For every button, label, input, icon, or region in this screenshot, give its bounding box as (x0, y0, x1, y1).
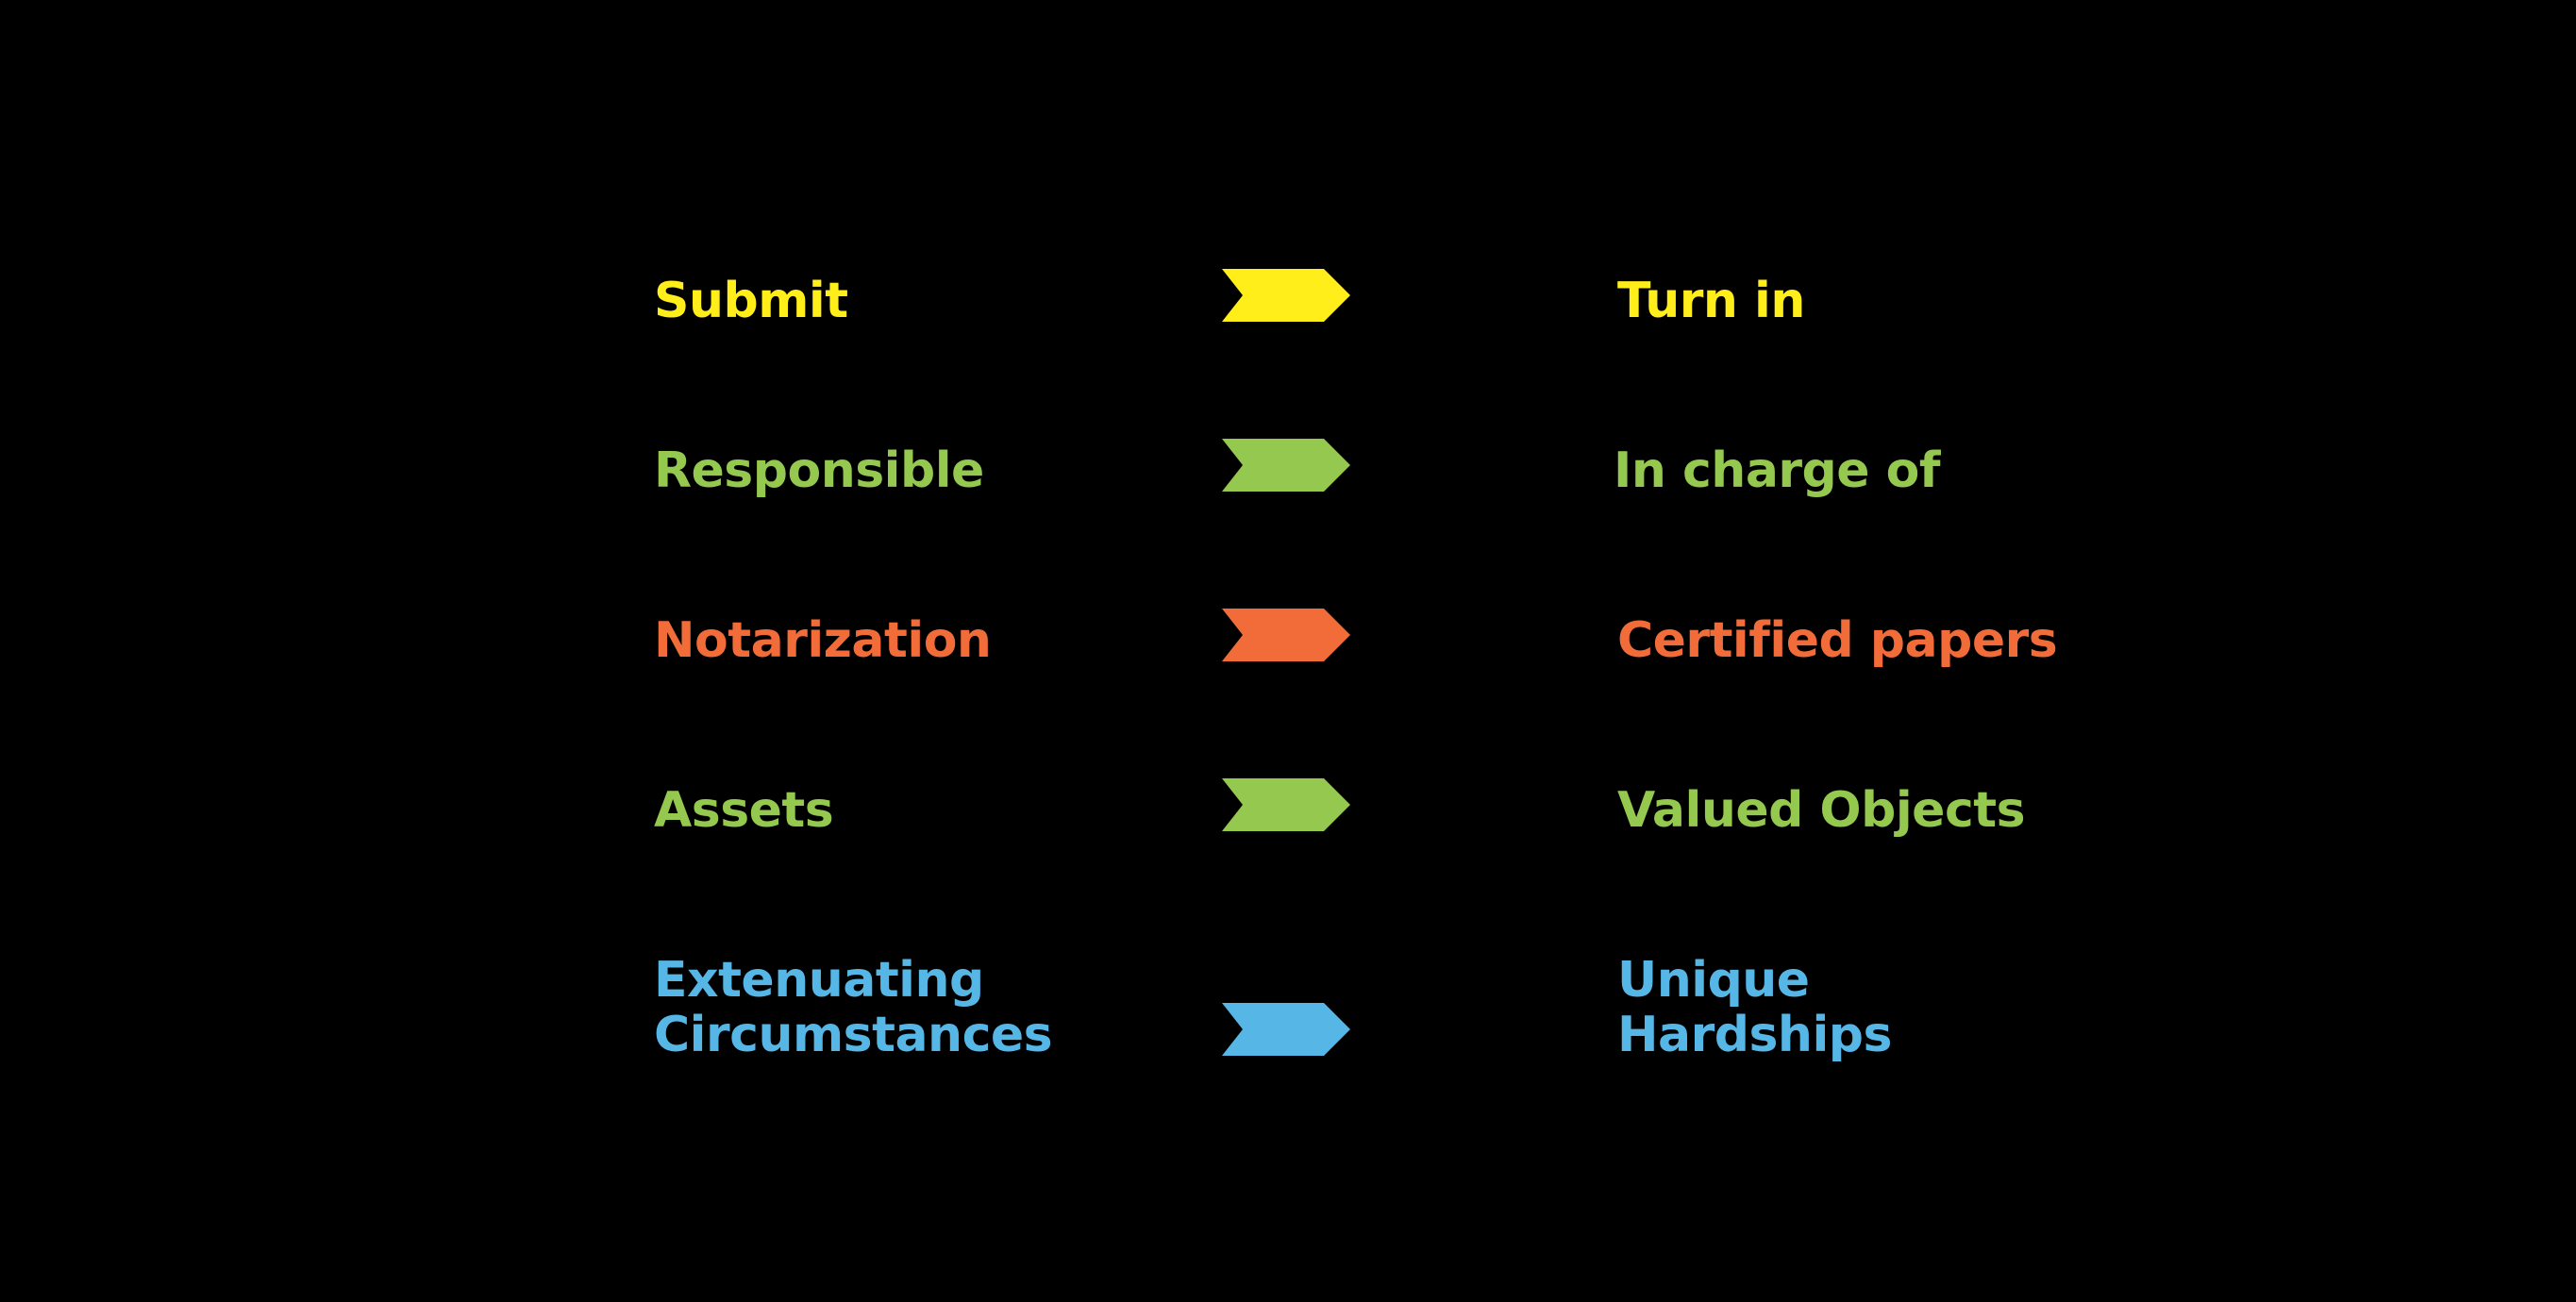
plain-language-label: In charge of (1614, 442, 1941, 499)
term-line: Notarization (654, 612, 992, 669)
plain-language-label: Unique Hardships (1617, 953, 1892, 1062)
plain-line: Valued Objects (1617, 782, 2026, 839)
plain-line: Certified papers (1617, 612, 2058, 669)
plain-line: In charge of (1614, 442, 1941, 499)
term-line: Extenuating (654, 952, 984, 1009)
term-label: Assets (654, 782, 834, 839)
chevron-arrow-icon (1222, 609, 1350, 661)
term-line: Submit (654, 273, 848, 329)
term-line: Assets (654, 782, 834, 839)
chevron-arrow-icon (1222, 269, 1350, 322)
plain-line: Hardships (1617, 1007, 1892, 1063)
plain-line: Unique (1617, 952, 1810, 1009)
term-label: Extenuating Circumstances (654, 952, 1053, 1063)
chevron-arrow-icon (1222, 1003, 1350, 1056)
term-line: Circumstances (654, 1007, 1053, 1063)
term-line: Responsible (654, 442, 984, 499)
chevron-arrow-icon (1222, 778, 1350, 831)
chevron-arrow-icon (1222, 439, 1350, 492)
plain-language-label: Valued Objects (1617, 782, 2026, 839)
term-label: Responsible (654, 443, 984, 498)
plain-line: Turn in (1617, 273, 1805, 329)
term-label: Notarization (654, 612, 992, 669)
plain-language-label: Turn in (1617, 274, 1805, 328)
term-label: Submit (654, 274, 848, 328)
plain-language-label: Certified papers (1617, 612, 2058, 669)
